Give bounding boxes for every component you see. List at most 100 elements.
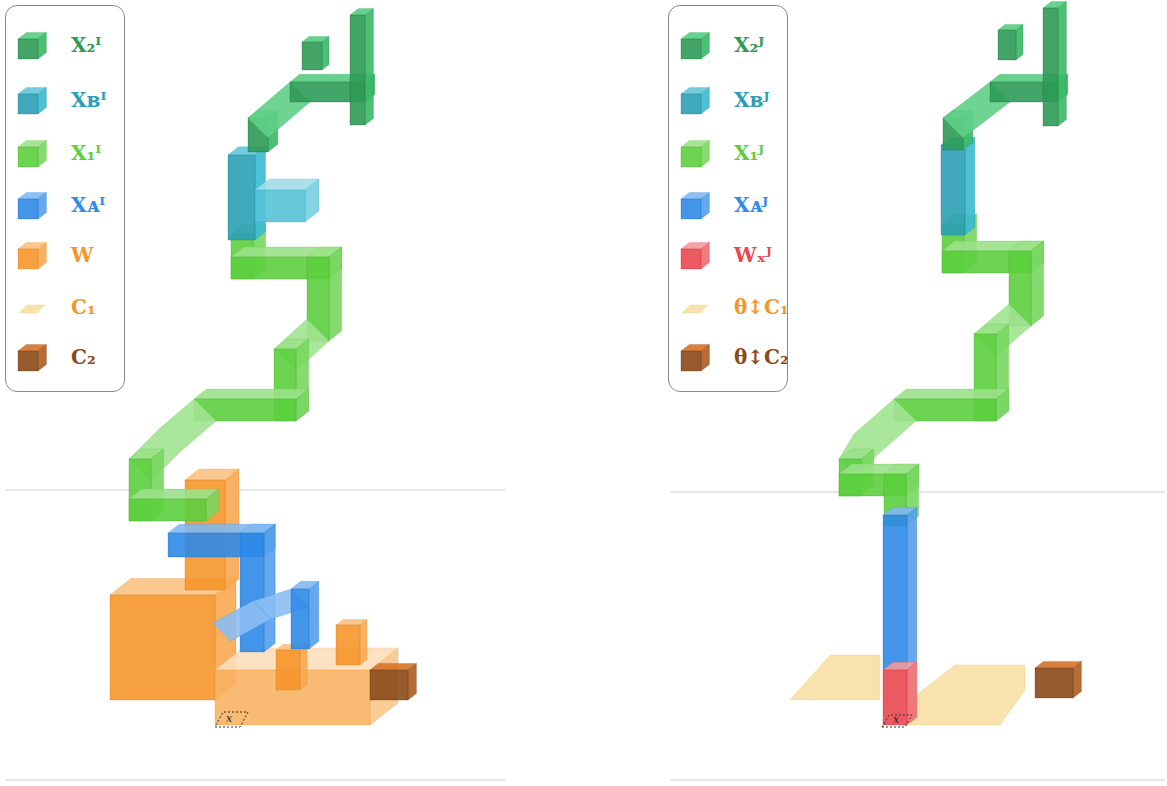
- block-top: [168, 524, 275, 533]
- block-front: [1043, 8, 1058, 126]
- block-side: [701, 344, 709, 371]
- block-side: [38, 140, 46, 167]
- block-side: [264, 524, 275, 652]
- block-top: [231, 247, 342, 257]
- legend-label: θ↕C₂: [734, 345, 789, 369]
- block-front: [18, 94, 38, 114]
- block-front: [18, 199, 38, 219]
- legend-label: Xᴀᴵ: [71, 193, 105, 217]
- legend-label: X₁ᴶ: [734, 141, 764, 165]
- block-side: [38, 192, 46, 219]
- left-figure: [110, 8, 416, 727]
- block-side: [1031, 241, 1044, 326]
- block-side: [701, 242, 709, 269]
- flat-region: [790, 655, 880, 700]
- block-front: [255, 190, 305, 222]
- legend-entry: C₂: [15, 341, 96, 373]
- legend-label: X₁ᴵ: [71, 141, 101, 165]
- block-side: [1016, 25, 1023, 61]
- legend-swatch: [15, 29, 49, 61]
- block-top: [194, 389, 309, 399]
- legend-entry: Xᴀᴵ: [15, 189, 105, 221]
- block-front: [302, 42, 322, 70]
- block-front: [129, 499, 206, 521]
- legend-label: Xʙᴶ: [734, 88, 769, 112]
- block-front: [941, 145, 965, 235]
- legend-swatch: [678, 291, 712, 323]
- block-front: [681, 249, 701, 269]
- block-side: [701, 32, 709, 59]
- block-front: [18, 147, 38, 167]
- block-side: [365, 8, 373, 125]
- legend-entry: X₁ᴵ: [15, 137, 101, 169]
- block-side: [38, 87, 46, 114]
- legend-entry: W: [15, 239, 93, 271]
- swatch-face: [682, 305, 708, 313]
- legend-swatch: [678, 137, 712, 169]
- right-figure: [790, 1, 1081, 727]
- legend-swatch: [678, 84, 712, 116]
- block-front: [18, 39, 38, 59]
- block-front: [681, 199, 701, 219]
- legend-entry: Xʙᴶ: [678, 84, 769, 116]
- block-front: [998, 30, 1016, 60]
- block-front: [18, 249, 38, 269]
- dotted-cell: [215, 712, 248, 727]
- legend-label: C₁: [71, 295, 96, 319]
- legend-entry: Xʙᴵ: [15, 84, 106, 116]
- ground-line: [670, 780, 1165, 781]
- block-top: [839, 464, 919, 474]
- block-front: [370, 670, 408, 700]
- legend-label: Xᴀᴶ: [734, 193, 768, 217]
- block-side: [701, 87, 709, 114]
- legend-label: Wₓᴶ: [734, 243, 772, 267]
- block-side: [305, 179, 319, 222]
- legend-label: Xʙᴵ: [71, 88, 106, 112]
- legend-swatch: [15, 239, 49, 271]
- block-front: [291, 589, 309, 649]
- legend-swatch: [15, 189, 49, 221]
- legend-swatch: [15, 84, 49, 116]
- block-side: [329, 247, 342, 341]
- legend-entry: Xᴀᴶ: [678, 189, 768, 221]
- legend-swatch: [678, 29, 712, 61]
- block-front: [681, 94, 701, 114]
- block-front: [681, 39, 701, 59]
- legend-swatch: [678, 189, 712, 221]
- legend-entry: θ↕C₁: [678, 291, 789, 323]
- legend-entry: θ↕C₂: [678, 341, 789, 373]
- legend-label: W: [71, 243, 93, 267]
- legend-label: X₂ᴶ: [734, 33, 764, 57]
- block-side: [996, 389, 1009, 421]
- block-front: [110, 595, 215, 700]
- legend-entry: Wₓᴶ: [678, 239, 772, 271]
- swatch-face: [19, 305, 45, 313]
- block-side: [996, 324, 1009, 421]
- block-side: [360, 620, 367, 666]
- legend-entry: X₂ᴶ: [678, 29, 764, 61]
- block-top: [942, 241, 1044, 251]
- block-side: [1073, 661, 1081, 698]
- ground-line: [5, 490, 505, 491]
- flat-region: [910, 665, 1025, 725]
- legend-swatch: [678, 239, 712, 271]
- block-side: [300, 645, 307, 691]
- block-front: [350, 15, 365, 125]
- block-side: [1058, 1, 1066, 126]
- block-side: [206, 489, 219, 521]
- block-front: [276, 650, 300, 690]
- block-side: [701, 140, 709, 167]
- block-side: [309, 581, 319, 649]
- legend-label: X₂ᴵ: [71, 33, 101, 57]
- block-side: [701, 192, 709, 219]
- block-front: [1035, 668, 1073, 698]
- legend-entry: C₁: [15, 291, 96, 323]
- legend-swatch: [678, 341, 712, 373]
- block-side: [408, 663, 416, 700]
- block-side: [322, 37, 329, 71]
- block-front: [336, 625, 360, 665]
- cell-label: x: [893, 713, 899, 726]
- block-side: [296, 339, 309, 421]
- block-front: [681, 351, 701, 371]
